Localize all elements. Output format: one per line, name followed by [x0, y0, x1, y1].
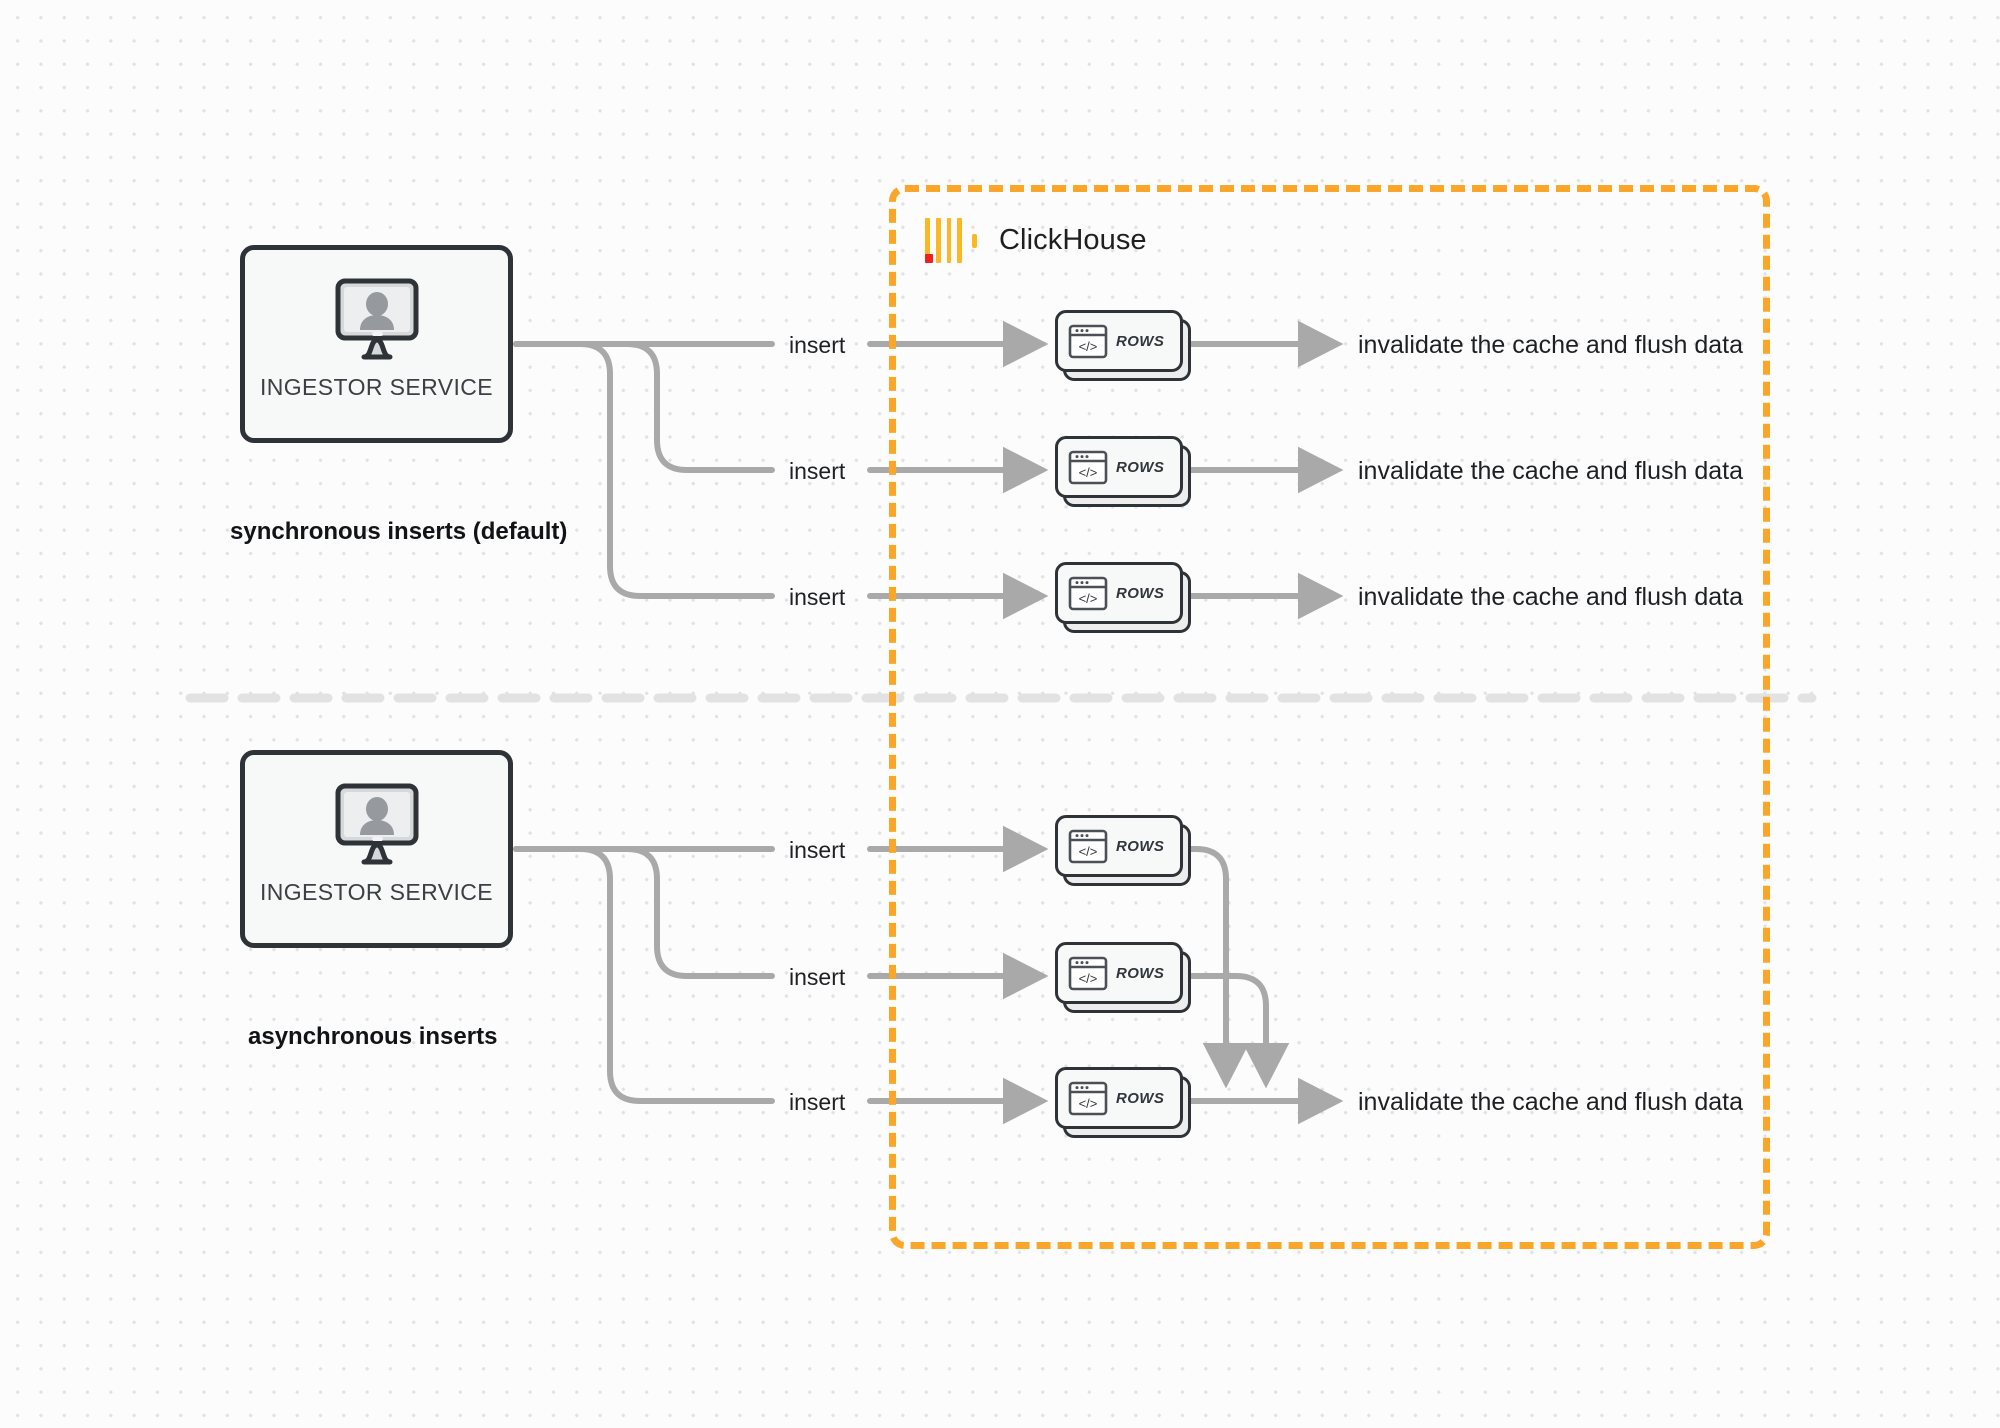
rows-card-async-2[interactable]: </> ROWS	[1055, 942, 1191, 1013]
rows-label-async-3: ROWS	[1116, 1089, 1165, 1107]
clickhouse-label: ClickHouse	[999, 224, 1147, 256]
monitor-user-icon	[335, 783, 418, 865]
code-window-icon: </>	[1068, 324, 1108, 358]
code-window-icon: </>	[1068, 829, 1108, 863]
rows-card-sync-1[interactable]: </> ROWS	[1055, 310, 1191, 381]
insert-label-sync-2: insert	[789, 458, 846, 484]
svg-text:</>: </>	[1079, 465, 1098, 480]
clickhouse-boundary	[889, 185, 1770, 1249]
rows-card-sync-2[interactable]: </> ROWS	[1055, 436, 1191, 507]
rows-label-sync-1: ROWS	[1116, 332, 1165, 350]
ingestor-service-box-async[interactable]: INGESTOR SERVICE	[240, 750, 513, 948]
svg-text:</>: </>	[1079, 591, 1098, 606]
insert-label-async-2: insert	[789, 964, 846, 990]
caption-synchronous: synchronous inserts (default)	[230, 518, 568, 545]
ingestor-service-box-sync[interactable]: INGESTOR SERVICE	[240, 245, 513, 443]
code-window-icon: </>	[1068, 576, 1108, 610]
monitor-user-icon	[335, 278, 418, 360]
code-window-icon: </>	[1068, 450, 1108, 484]
code-window-icon: </>	[1068, 1081, 1108, 1115]
insert-label-async-3: insert	[789, 1089, 846, 1115]
svg-text:</>: </>	[1079, 971, 1098, 986]
result-label-sync-3: invalidate the cache and flush data	[1358, 583, 1743, 611]
result-label-async-merged: invalidate the cache and flush data	[1358, 1088, 1743, 1116]
rows-label-sync-3: ROWS	[1116, 584, 1165, 602]
rows-card-async-1[interactable]: </> ROWS	[1055, 815, 1191, 886]
rows-label-async-1: ROWS	[1116, 837, 1165, 855]
rows-card-async-3[interactable]: </> ROWS	[1055, 1067, 1191, 1138]
clickhouse-logo-icon	[925, 218, 977, 263]
rows-label-async-2: ROWS	[1116, 964, 1165, 982]
svg-text:</>: </>	[1079, 844, 1098, 859]
svg-text:</>: </>	[1079, 1096, 1098, 1111]
result-label-sync-1: invalidate the cache and flush data	[1358, 331, 1743, 359]
clickhouse-brand: ClickHouse	[925, 218, 1147, 263]
rows-card-sync-3[interactable]: </> ROWS	[1055, 562, 1191, 633]
rows-label-sync-2: ROWS	[1116, 458, 1165, 476]
insert-label-sync-3: insert	[789, 584, 846, 610]
caption-asynchronous: asynchronous inserts	[248, 1023, 498, 1050]
ingestor-service-label-sync: INGESTOR SERVICE	[259, 374, 494, 400]
insert-label-sync-1: insert	[789, 332, 846, 358]
ingestor-service-label-async: INGESTOR SERVICE	[259, 879, 494, 905]
insert-label-async-1: insert	[789, 837, 846, 863]
code-window-icon: </>	[1068, 956, 1108, 990]
result-label-sync-2: invalidate the cache and flush data	[1358, 457, 1743, 485]
svg-text:</>: </>	[1079, 339, 1098, 354]
